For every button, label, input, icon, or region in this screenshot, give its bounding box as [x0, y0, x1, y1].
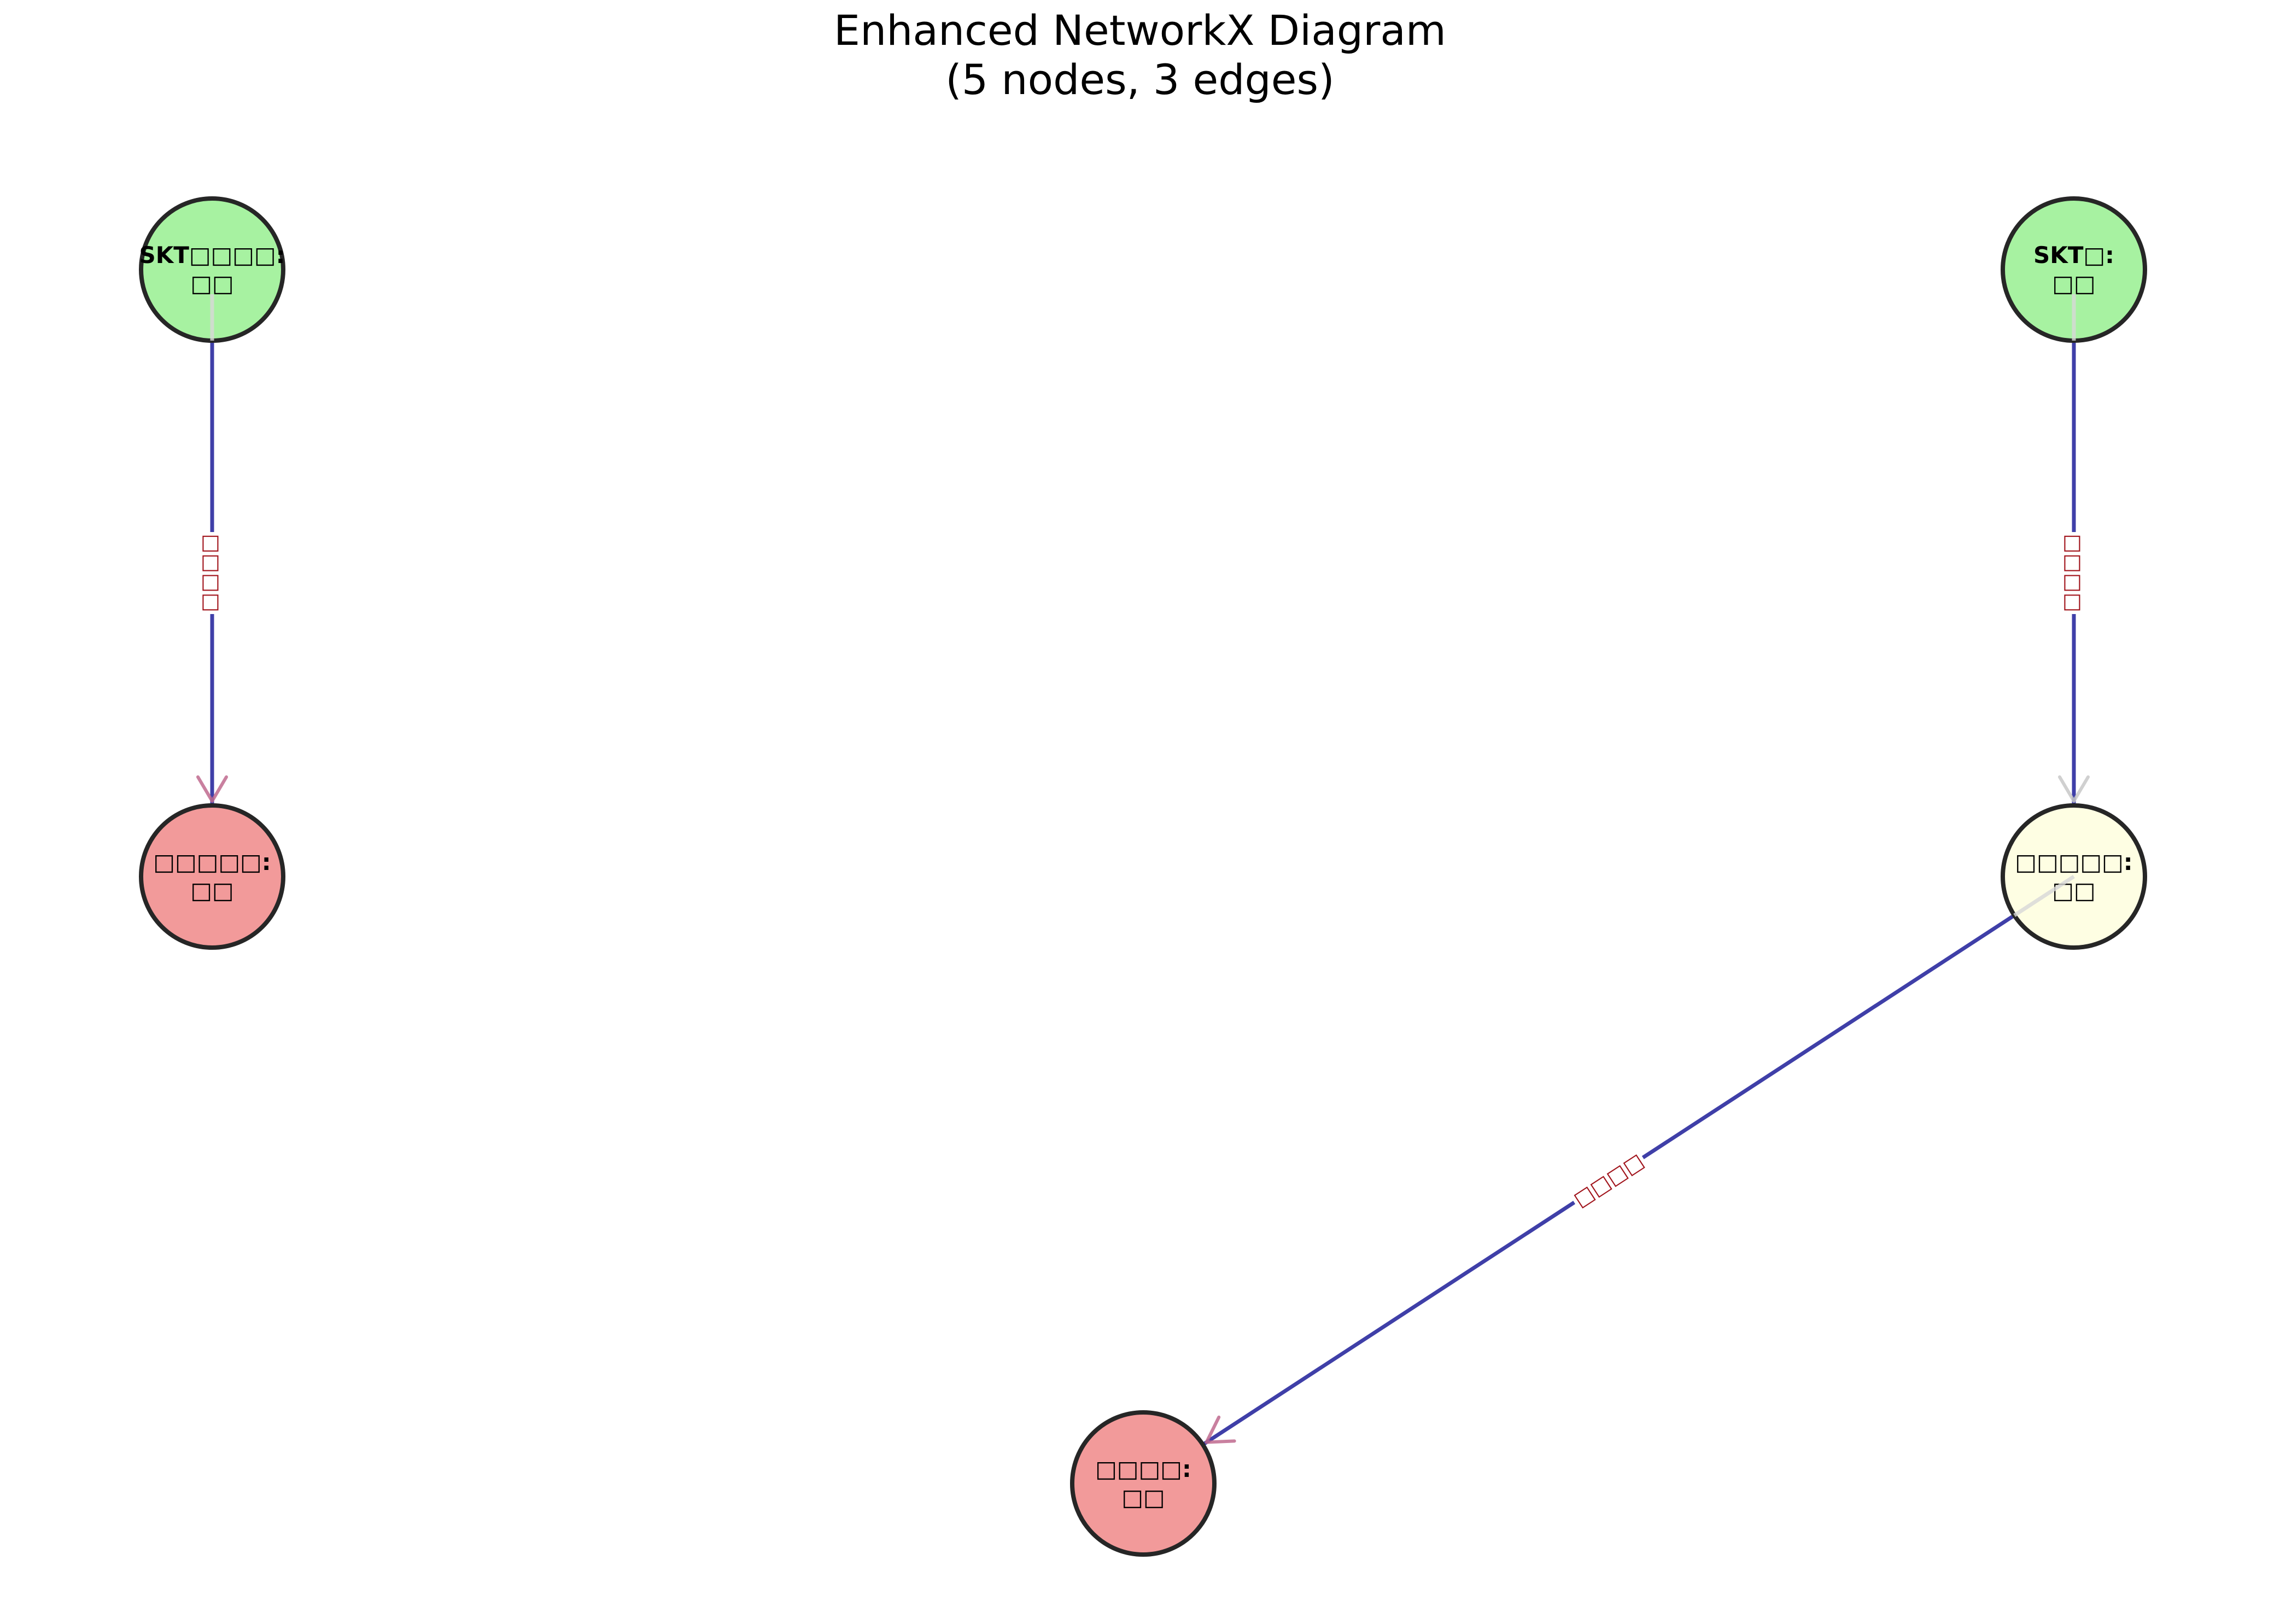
node-label-line-1: □□□□□: [153, 849, 271, 875]
edge-label-background [1565, 1144, 1652, 1216]
arrowhead-n1-n2 [196, 775, 228, 803]
node-circle [139, 803, 285, 950]
node-label-line-2: □□ [190, 877, 233, 904]
edge-label-text: □□□□ [2062, 534, 2086, 612]
node-label-line-2: □□ [190, 270, 233, 297]
edge-overlay-n4 [2013, 875, 2075, 917]
node-n1[interactable]: SKT□□□□:□□ [139, 196, 285, 343]
node-label-line-2: □□ [1121, 1484, 1165, 1511]
node-circle [1070, 1410, 1217, 1557]
arrowheads-layer [196, 294, 2090, 1444]
arrowhead-n4-n5 [1205, 1415, 1236, 1444]
node-label-line-1: SKT□: [2033, 242, 2114, 268]
edge-label-n3-n4: □□□□ [2059, 532, 2089, 614]
arrowhead-n3-n4 [2058, 775, 2090, 803]
node-label-line-1: □□□□: [1095, 1456, 1191, 1482]
node-label-line-1: □□□□□: [2015, 849, 2132, 875]
edge-label-text: □□□□ [200, 534, 224, 612]
edge-labels-layer: □□□□□□□□□□□□ [197, 532, 2089, 1216]
node-label-line-1: SKT□□□□: [139, 242, 285, 268]
diagram-title-line-1: Enhanced NetworkX Diagram [834, 6, 1446, 55]
node-n3[interactable]: SKT□:□□ [2001, 196, 2147, 343]
node-n2[interactable]: □□□□□:□□ [139, 803, 285, 950]
node-n5[interactable]: □□□□:□□ [1070, 1410, 1217, 1557]
node-label-line-2: □□ [2052, 270, 2095, 297]
edge-label-n1-n2: □□□□ [197, 532, 227, 614]
edge-label-background [197, 532, 227, 614]
diagram-title-line-2: (5 nodes, 3 edges) [945, 55, 1335, 104]
node-label-line-2: □□ [2052, 877, 2095, 904]
edge-label-background [2059, 532, 2089, 614]
